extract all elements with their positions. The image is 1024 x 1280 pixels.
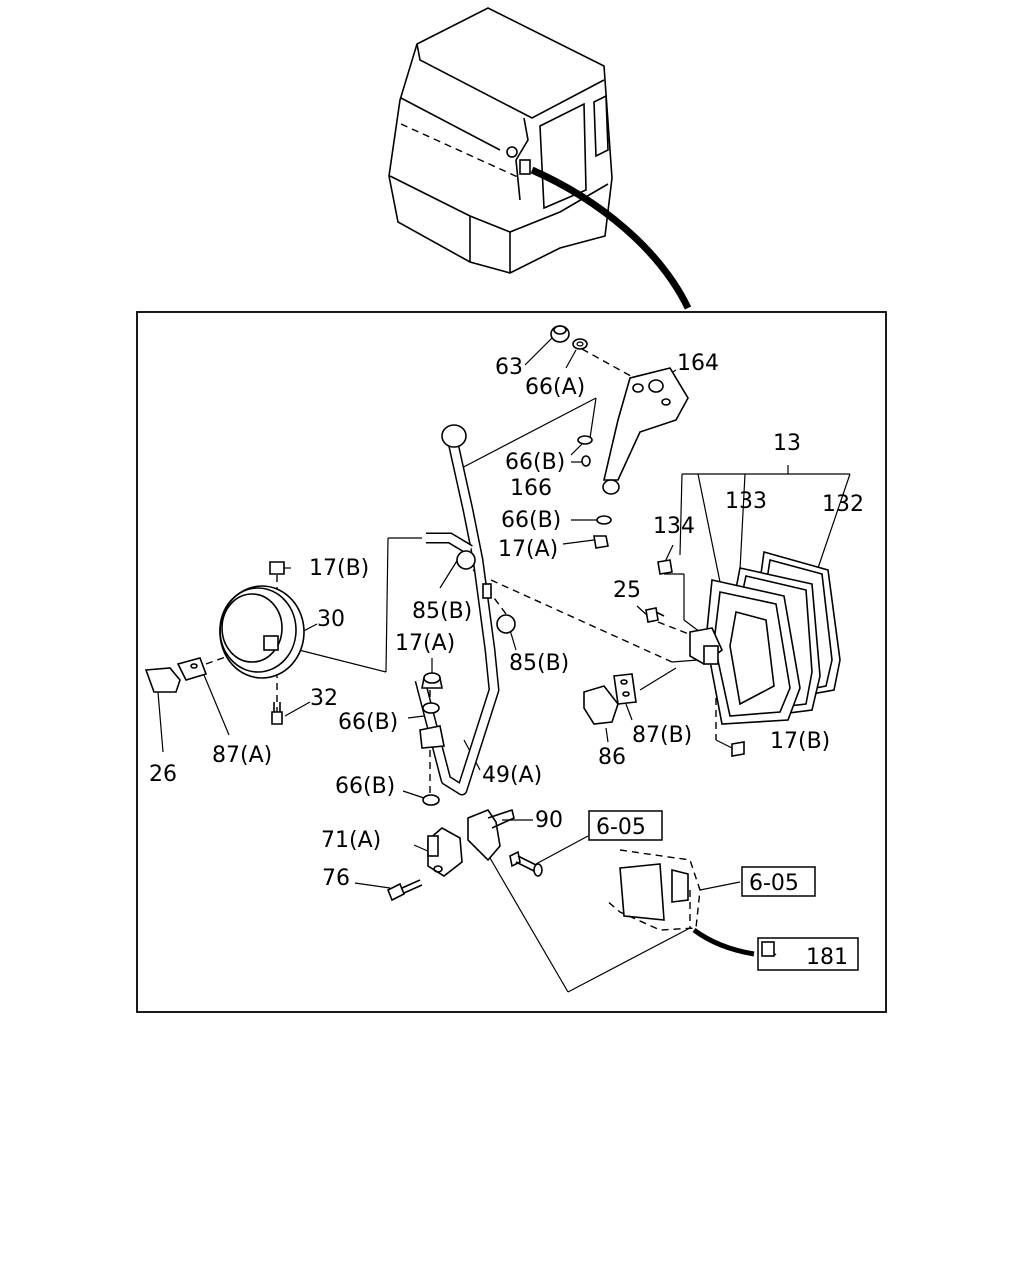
callout-86: 86 <box>598 745 626 770</box>
callout-66b-top: 66(B) <box>505 450 565 475</box>
callout-13: 13 <box>773 431 801 456</box>
callout-164: 164 <box>677 351 719 376</box>
ref-box-6-05-b <box>741 866 816 897</box>
callout-132: 132 <box>822 492 864 517</box>
callout-66b-mid: 66(B) <box>501 508 561 533</box>
callout-63: 63 <box>495 355 523 380</box>
callout-49a: 49(A) <box>482 763 542 788</box>
ref-label-181: 181 <box>806 945 848 970</box>
callout-71a: 71(A) <box>321 828 381 853</box>
ref-label-6-05-a: 6-05 <box>596 815 646 840</box>
callout-76: 76 <box>322 866 350 891</box>
callout-17a-mid: 17(A) <box>395 631 455 656</box>
callout-66b-low: 66(B) <box>338 710 398 735</box>
detail-frame <box>136 311 887 1013</box>
callout-66b-bottom: 66(B) <box>335 774 395 799</box>
callout-87b: 87(B) <box>632 723 692 748</box>
callout-66a: 66(A) <box>525 375 585 400</box>
callout-85b-a: 85(B) <box>412 599 472 624</box>
leader-lines <box>157 337 851 993</box>
callout-85b-b: 85(B) <box>509 651 569 676</box>
ref-box-181 <box>757 937 859 971</box>
cab-overview <box>388 7 692 310</box>
callout-17a-top: 17(A) <box>498 537 558 562</box>
callout-17b-top: 17(B) <box>309 556 369 581</box>
parts <box>144 325 841 957</box>
callout-26: 26 <box>149 762 177 787</box>
callout-133: 133 <box>725 489 767 514</box>
ref-label-6-05-b: 6-05 <box>749 871 799 896</box>
callout-30: 30 <box>317 607 345 632</box>
callout-32: 32 <box>310 686 338 711</box>
callout-25: 25 <box>613 578 641 603</box>
callout-134: 134 <box>653 514 695 539</box>
callout-17b-right: 17(B) <box>770 729 830 754</box>
callout-87a: 87(A) <box>212 743 272 768</box>
callout-90: 90 <box>535 808 563 833</box>
callout-166: 166 <box>510 476 552 501</box>
ref-box-6-05-a <box>588 810 663 841</box>
callout-labels: 63 66(A) 164 66(B) 166 13 133 132 66(B) … <box>149 351 864 970</box>
